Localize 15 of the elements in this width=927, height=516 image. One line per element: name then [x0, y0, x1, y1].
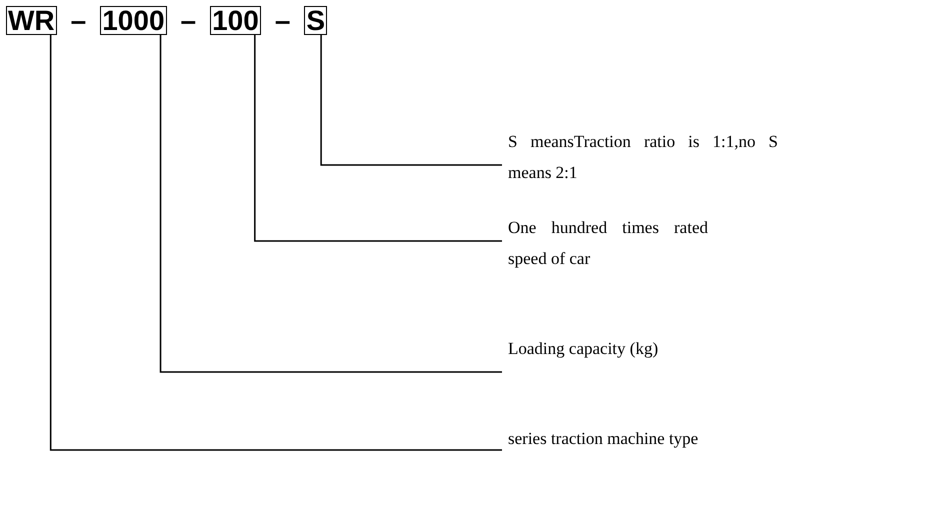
code-segment: S	[304, 6, 328, 35]
code-segment: 1000	[100, 6, 167, 35]
leader-line	[254, 35, 502, 242]
description-text: S meansTraction ratio is 1:1,no S means 2:1	[502, 126, 778, 188]
separator-dash: –	[70, 6, 86, 34]
leader-line	[160, 35, 502, 373]
separator-dash: –	[274, 6, 290, 34]
description-text: series traction machine type	[502, 423, 778, 454]
description-text: Loading capacity (kg)	[502, 333, 708, 364]
separator-dash: –	[180, 6, 196, 34]
leader-line	[320, 35, 502, 166]
leader-line	[50, 35, 502, 451]
description-text: One hundred times rated speed of car	[502, 212, 708, 274]
code-segment: WR	[6, 6, 57, 35]
code-segment: 100	[210, 6, 261, 35]
